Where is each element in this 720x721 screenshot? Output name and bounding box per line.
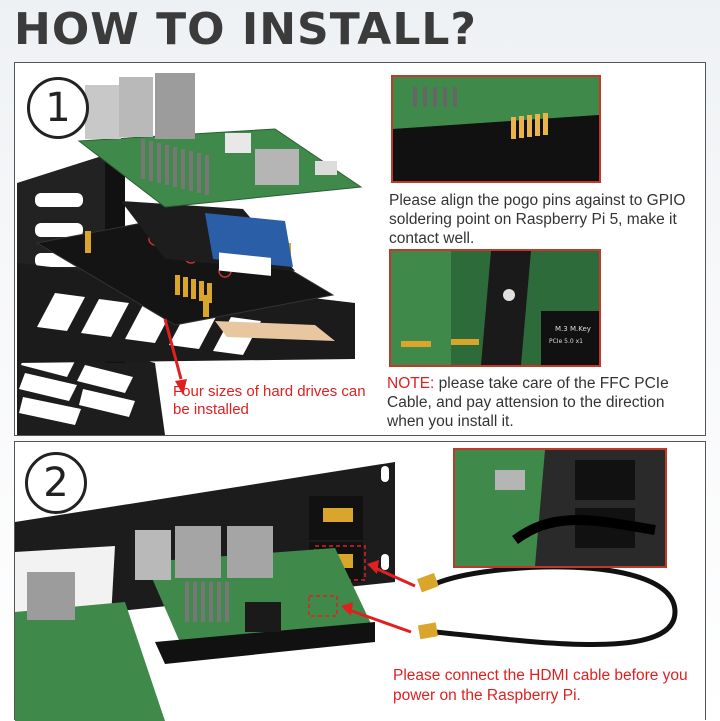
drives-caption: Four sizes of hard drives can be install… [173, 383, 366, 418]
step-2-badge: 2 [25, 452, 87, 514]
step-1-panel: 1 Four sizes of hard drives can be insta… [14, 62, 706, 436]
ffc-cable-note: NOTE: please take care of the FFC PCIe C… [387, 374, 699, 431]
m2-ssd [121, 201, 295, 276]
hdmi-arrows [341, 560, 416, 634]
pointer-arrow [163, 318, 187, 395]
raspberry-pi-board [77, 73, 363, 208]
page-title: HOW TO INSTALL? [14, 4, 477, 55]
nvme-carrier-board [35, 212, 335, 341]
pcie-label: PCIe 5.0 x1 [549, 338, 583, 345]
rack-mount-illustration [15, 462, 678, 721]
ffc-cable-photo: M.3 M.Key PCIe 5.0 x1 [389, 249, 601, 367]
step-1-badge: 1 [27, 77, 89, 139]
hdmi-cable [417, 564, 678, 647]
hdmi-closeup-photo [453, 448, 667, 568]
pogo-pins-note: Please align the pogo pins against to GP… [389, 192, 686, 247]
hdmi-note: Please connect the HDMI cable before you… [393, 667, 688, 704]
ffc-cable-closeup: M.3 M.Key PCIe 5.0 x1 [391, 251, 599, 365]
hdmi-connection-closeup [455, 450, 665, 566]
pogo-pins-photo [391, 75, 601, 183]
note-label: NOTE: [387, 375, 435, 392]
exploded-assembly-illustration [17, 73, 363, 435]
raspberry-pi-stack [15, 526, 375, 721]
step-2-panel: 2 Please connect the HDMI cable before y… [14, 441, 706, 721]
ssd-slot-label: M.3 M.Key [555, 325, 591, 333]
ffc-note-text: please take care of the FFC PCIe Cable, … [387, 375, 669, 430]
pogo-pins-closeup [393, 77, 599, 181]
